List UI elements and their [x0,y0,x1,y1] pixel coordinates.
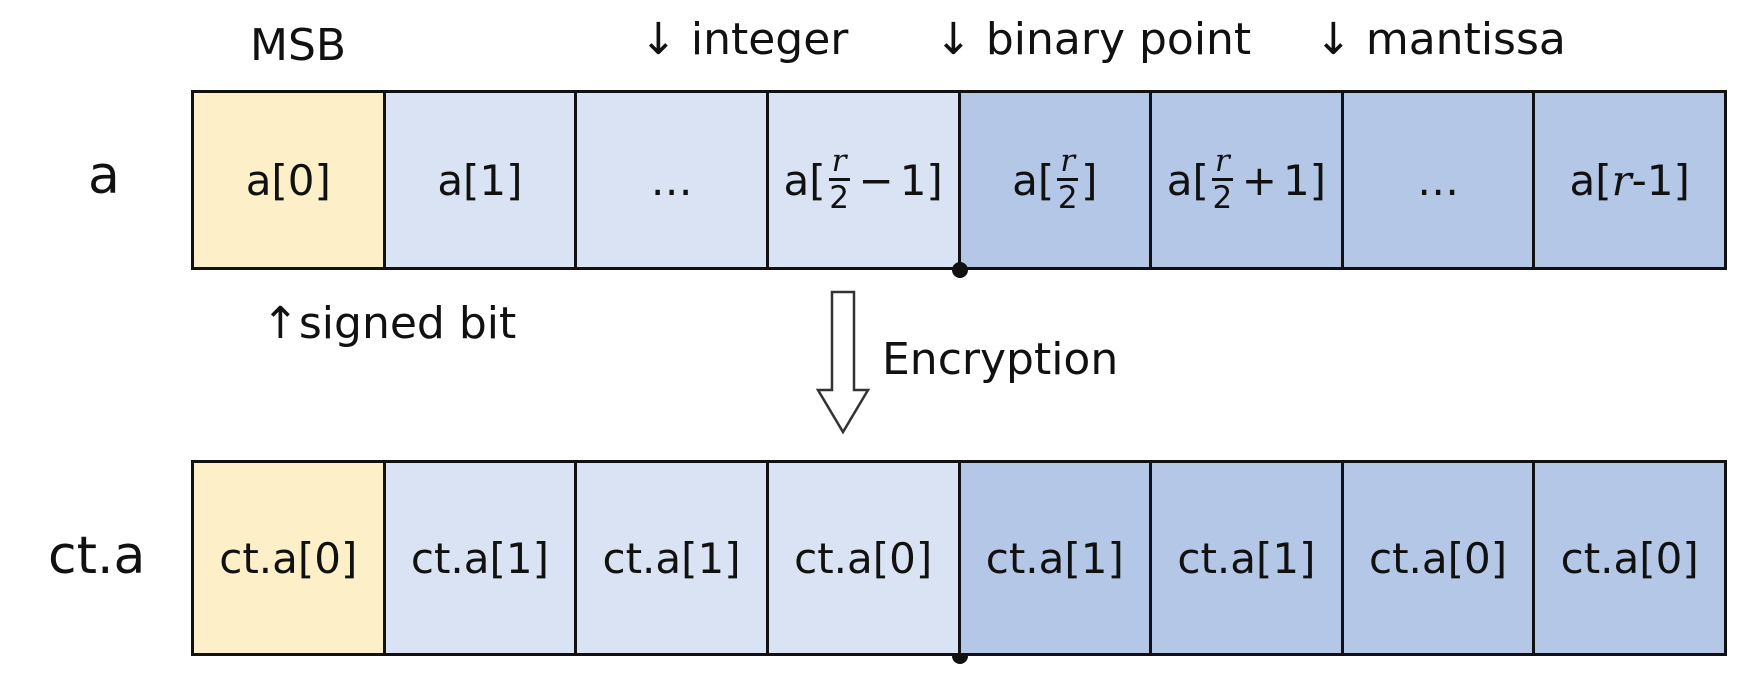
row-a-label: a [88,146,120,206]
ellipsis-frac-text: … [1417,155,1460,205]
fraction-numerator: r [1214,143,1230,179]
cell5-tail: 1] [1282,155,1327,205]
fraction-denominator: 2 [829,180,849,216]
bit-cell-ellipsis-frac: … [1343,93,1536,267]
binary-point-label: ↓ binary point [935,14,1252,65]
r-over-2-fraction: r 2 [828,143,850,216]
ct-bit-text: ct.a[0] [1560,533,1699,583]
minus-operator: − [858,155,894,205]
r-variable: r [1611,155,1632,205]
cell7-prefix: a[ [1569,155,1612,205]
bit-cell-a-half: a[ r 2 ] [960,93,1153,267]
fraction-denominator: 2 [1057,180,1078,216]
r-over-2-fraction: r 2 [1211,143,1233,216]
bit-cell-a0: a[0] [194,93,386,267]
encryption-arrow-icon [815,290,871,435]
ct-bit-cell: ct.a[0] [1535,463,1724,653]
bit-cell-a0-text: a[0] [245,155,331,205]
bit-cell-a1-text: a[1] [437,155,523,205]
cell3-prefix: a[ [783,155,826,205]
cell4-prefix: a[ [1012,155,1055,205]
ct-bit-cell: ct.a[0] [194,463,386,653]
bit-cell-a-half-minus-one: a[ r 2 − 1] [768,93,961,267]
plus-operator: + [1241,155,1277,205]
fraction-denominator: 2 [1212,180,1233,216]
integer-label: ↓ integer [640,14,849,65]
bit-cell-ellipsis-int: … [577,93,769,267]
r-over-2-fraction: r 2 [1057,143,1079,216]
bit-cell-a1: a[1] [385,93,578,267]
ct-bit-text: ct.a[1] [985,533,1124,583]
cell7-tail: -1] [1631,155,1690,205]
fraction-bar [1057,178,1079,181]
ct-bit-cell: ct.a[1] [1152,463,1344,653]
ct-bit-cell: ct.a[0] [768,463,961,653]
ct-bit-text: ct.a[1] [602,533,741,583]
encryption-label: Encryption [882,334,1119,385]
plaintext-bit-row: a[0] a[1] … a[ r 2 − 1] a[ r 2 ] a[ r 2 … [191,90,1727,270]
fraction-numerator: r [831,143,847,179]
bit-cell-a-r-minus-one: a[ r -1] [1535,93,1724,267]
ct-bit-text: ct.a[0] [794,533,933,583]
ciphertext-bit-row: ct.a[0] ct.a[1] ct.a[1] ct.a[0] ct.a[1] … [191,460,1727,656]
ct-bit-text: ct.a[1] [1177,533,1316,583]
ct-bit-text: ct.a[0] [1368,533,1508,583]
cell4-tail: ] [1081,155,1098,205]
ct-bit-text: ct.a[0] [219,533,358,583]
ellipsis-int-text: … [650,155,693,205]
fraction-bar [828,178,850,181]
ct-bit-text: ct.a[1] [410,533,549,583]
signed-bit-label: ↑signed bit [262,298,517,349]
bit-cell-a-half-plus-one: a[ r 2 + 1] [1152,93,1344,267]
row-ct-label: ct.a [48,526,146,586]
cell3-tail: 1] [899,155,943,205]
ct-bit-cell: ct.a[1] [960,463,1153,653]
cell5-prefix: a[ [1166,155,1209,205]
fraction-numerator: r [1060,143,1076,179]
ct-bit-cell: ct.a[1] [385,463,578,653]
mantissa-label: ↓ mantissa [1315,14,1566,65]
ct-bit-cell: ct.a[1] [577,463,769,653]
ct-bit-cell: ct.a[0] [1343,463,1536,653]
msb-label: MSB [250,20,347,71]
binary-point-dot-top [952,262,968,278]
fraction-bar [1211,178,1233,181]
